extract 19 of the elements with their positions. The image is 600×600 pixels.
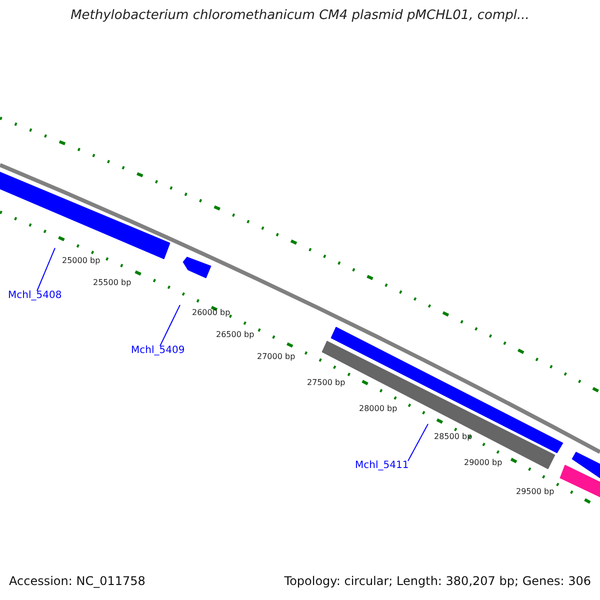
leader-line	[408, 424, 428, 462]
tick-label: 26500 bp	[216, 330, 254, 340]
gene-label: Mchl_5411	[355, 460, 409, 472]
gene-label: Mchl_5409	[131, 345, 185, 356]
tick-label: 25000 bp	[62, 256, 100, 266]
accession-text: Accession: NC_011758	[9, 575, 146, 589]
tick-label: 29500 bp	[516, 487, 554, 496]
tick-label: 27500 bp	[307, 378, 346, 388]
summary-text: Topology: circular; Length: 380,207 bp; Genes: 306	[284, 575, 591, 589]
tick-label: 26000 bp	[192, 308, 230, 318]
tick-label: 25500 bp	[93, 278, 132, 288]
title: Methylobacterium chloromethanicum CM4 plasmid pMCHL01, compl...	[70, 9, 530, 24]
leader-line	[160, 304, 180, 346]
gene-label: Mchl_5408	[8, 290, 62, 302]
tick-label: 29000 bp	[464, 458, 502, 468]
leader-line	[36, 248, 56, 292]
tick-label: 27000 bp	[257, 352, 296, 362]
tick-label: 28000 bp	[359, 404, 398, 414]
tick-label: 28500 bp	[434, 432, 472, 442]
